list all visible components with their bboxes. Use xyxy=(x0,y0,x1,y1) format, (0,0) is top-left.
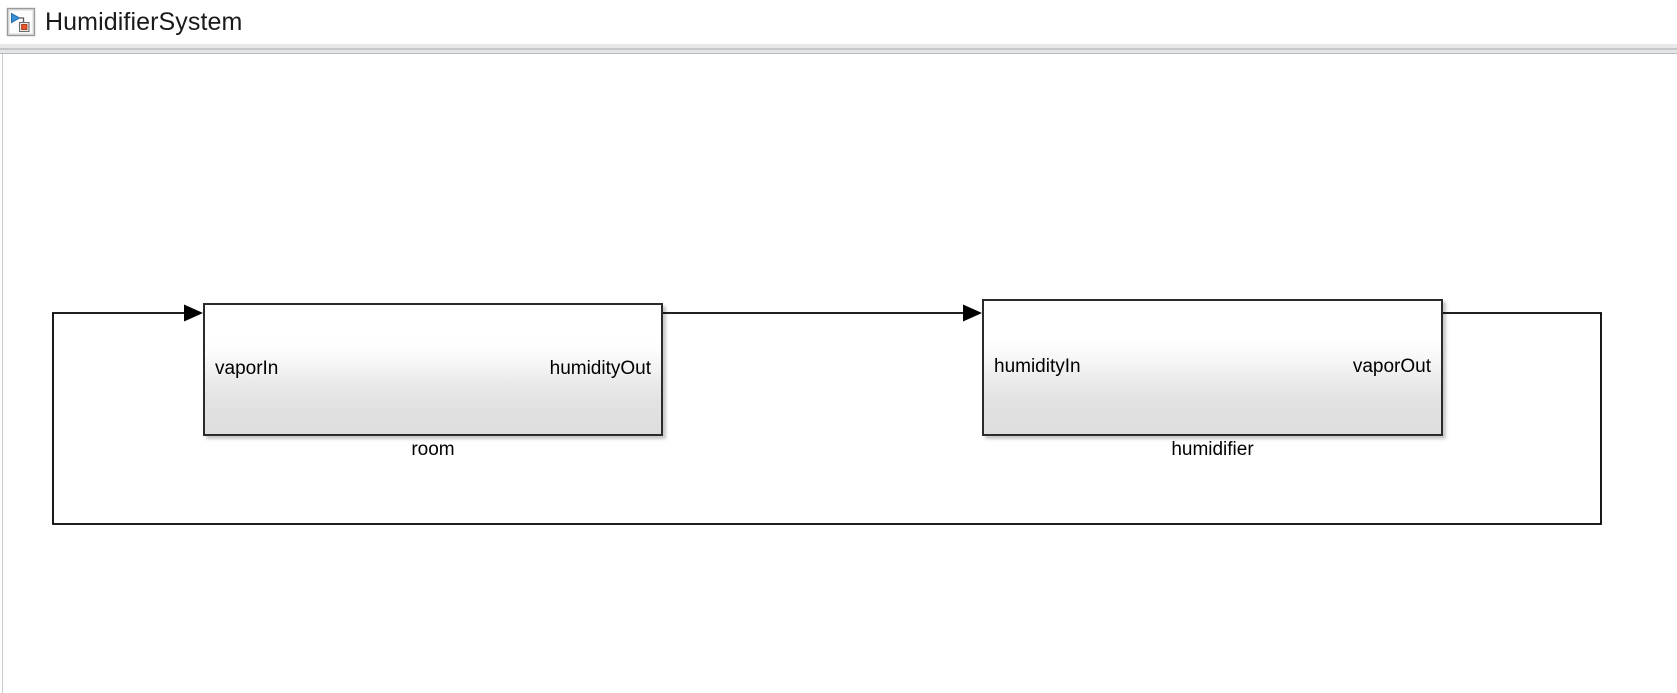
titlebar-divider-highlight xyxy=(0,44,1677,48)
port-label-humidityin: humidityIn xyxy=(994,356,1081,377)
port-label-humidityout: humidityOut xyxy=(549,358,651,379)
window-titlebar: HumidifierSystem xyxy=(0,0,1677,44)
block-name-room[interactable]: room xyxy=(411,439,455,460)
block-name-humidifier[interactable]: humidifier xyxy=(1171,439,1254,460)
model-canvas[interactable]: vaporIn humidityOut room humidityIn vapo… xyxy=(0,54,1677,693)
port-label-vaporin: vaporIn xyxy=(215,358,279,379)
port-label-vaporout: vaporOut xyxy=(1352,356,1431,377)
titlebar-divider-line xyxy=(0,48,1677,50)
signal-line-humidity[interactable] xyxy=(663,304,982,322)
block-humidifier[interactable]: humidityIn vaporOut xyxy=(982,299,1443,436)
canvas-left-border xyxy=(2,54,3,693)
simulink-model-icon xyxy=(6,7,36,37)
titlebar-divider-shadow xyxy=(0,53,1677,54)
block-room[interactable]: vaporIn humidityOut xyxy=(203,303,663,436)
window-title: HumidifierSystem xyxy=(45,8,243,36)
titlebar-divider-fill xyxy=(0,50,1677,53)
